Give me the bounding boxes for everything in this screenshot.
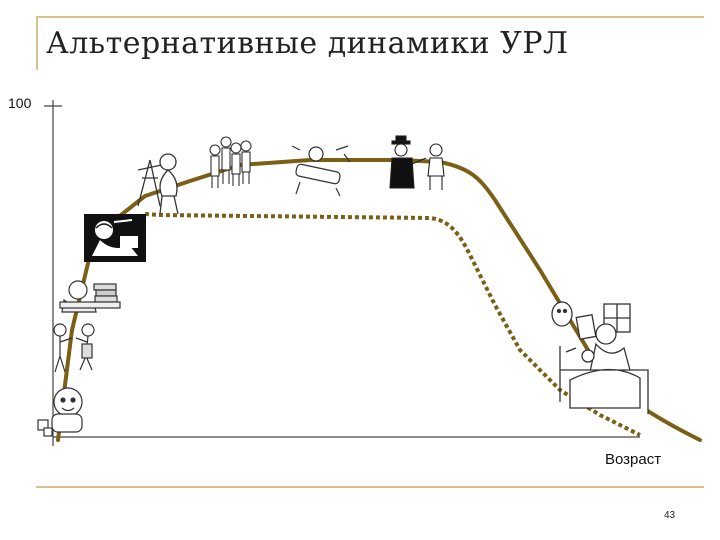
business-clipart bbox=[389, 135, 445, 190]
student-clipart bbox=[59, 280, 121, 313]
page-number: 43 bbox=[664, 510, 676, 521]
x-axis-label: Возраст bbox=[605, 451, 662, 468]
footer-rule bbox=[36, 486, 704, 488]
dashed-curve bbox=[144, 212, 641, 437]
workers-clipart bbox=[209, 136, 252, 188]
y-axis-max-label: 100 bbox=[8, 95, 32, 111]
title-frame-top-rule bbox=[36, 16, 704, 18]
children-clipart bbox=[53, 323, 95, 373]
baby-clipart bbox=[37, 387, 83, 437]
scientist-clipart bbox=[84, 214, 146, 262]
teacher-clipart bbox=[137, 153, 179, 215]
elderly-bed-clipart bbox=[551, 301, 649, 414]
slide-title: Альтернативные динамики УРЛ bbox=[46, 26, 569, 61]
hospital-clipart bbox=[291, 145, 351, 197]
title-frame-left-rule bbox=[36, 16, 38, 70]
axes bbox=[44, 100, 640, 446]
